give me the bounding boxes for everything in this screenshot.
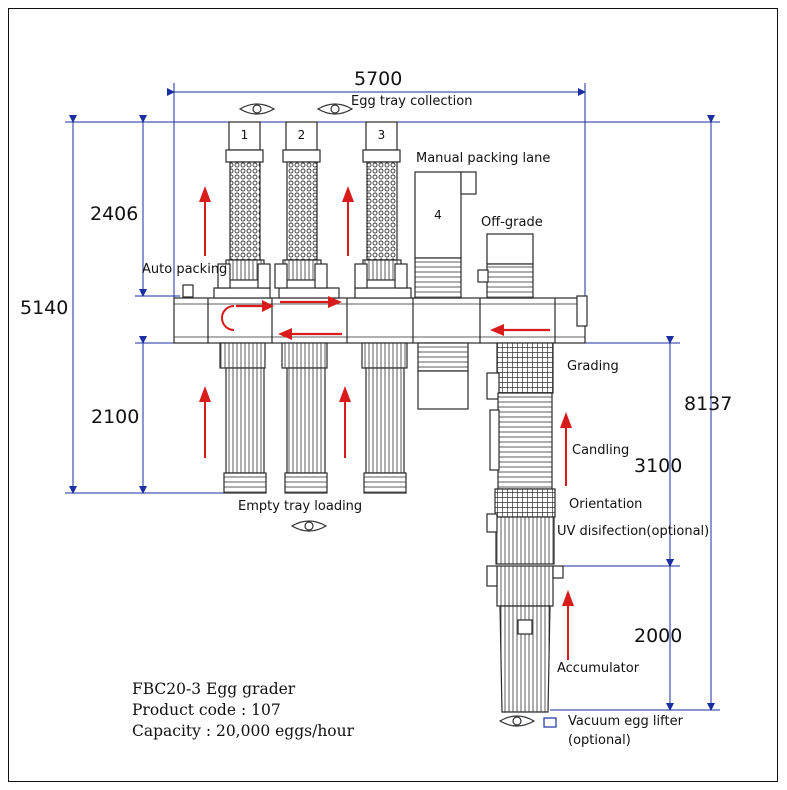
label-empty-tray-loading: Empty tray loading: [238, 499, 363, 514]
flow-arrow-up: [199, 186, 211, 256]
flow-arrow-right: [280, 296, 342, 308]
lane-number-4: 4: [434, 208, 442, 222]
capacity: Capacity : 20,000 eggs/hour: [132, 722, 355, 740]
lane-number-2: 2: [297, 128, 306, 142]
product-code: Product code : 107: [132, 701, 281, 719]
label-vacuum-egg-lifter: Vacuum egg lifter: [568, 714, 683, 729]
flow-arrow-up: [562, 590, 574, 660]
dim-upper-height: 2406: [90, 203, 139, 225]
vacuum-lifter-icon: [543, 717, 557, 728]
packing-lane-2-upper: [274, 121, 328, 289]
flow-arrow-up: [199, 386, 211, 458]
operator-symbol: [498, 715, 536, 727]
label-manual-packing-lane: Manual packing lane: [416, 151, 551, 166]
label-orientation: Orientation: [569, 497, 643, 512]
off-grade-unit: [477, 233, 534, 299]
dim-total-width: 5700: [354, 68, 403, 90]
dim-main-height: 5140: [20, 297, 69, 319]
dim-accumulator-height: 2000: [634, 625, 683, 647]
operator-symbols: [238, 103, 536, 727]
flow-arrow-right: [236, 300, 274, 312]
flow-arrows: [199, 186, 574, 660]
flow-arrow-uturn: [221, 305, 235, 331]
operator-symbol: [316, 103, 354, 115]
model-name: FBC20-3 Egg grader: [132, 680, 296, 698]
flow-arrow-left: [278, 328, 342, 340]
label-candling: Candling: [572, 443, 630, 458]
lane-number-3: 3: [377, 128, 386, 142]
operator-symbol: [290, 520, 328, 532]
dim-grading-height: 3100: [634, 455, 683, 477]
flow-arrow-left: [490, 324, 550, 336]
dimension-lines: [65, 83, 720, 711]
manual-packing-lane: [414, 171, 477, 410]
label-uv-disinfection: UV disifection(optional): [557, 524, 710, 539]
label-grading: Grading: [567, 359, 619, 374]
empty-tray-lanes: [219, 342, 408, 494]
flow-arrow-up: [342, 186, 354, 256]
drawing-frame: [8, 8, 778, 782]
grading-column: [486, 342, 564, 713]
packing-lane-3-upper: [354, 121, 408, 289]
flow-arrow-up: [560, 412, 572, 486]
flow-arrow-up: [339, 386, 351, 458]
dim-lower-height: 2100: [91, 406, 140, 428]
label-vacuum-optional: (optional): [568, 733, 631, 748]
dim-total-height: 8137: [684, 393, 733, 415]
operator-symbol: [238, 103, 276, 115]
lane-number-1: 1: [240, 128, 249, 142]
label-accumulator: Accumulator: [557, 661, 640, 676]
label-egg-tray-collection: Egg tray collection: [351, 94, 473, 109]
packing-lane-1-upper: [217, 121, 271, 289]
label-auto-packing: Auto packing: [142, 262, 228, 277]
label-off-grade: Off-grade: [481, 215, 543, 230]
